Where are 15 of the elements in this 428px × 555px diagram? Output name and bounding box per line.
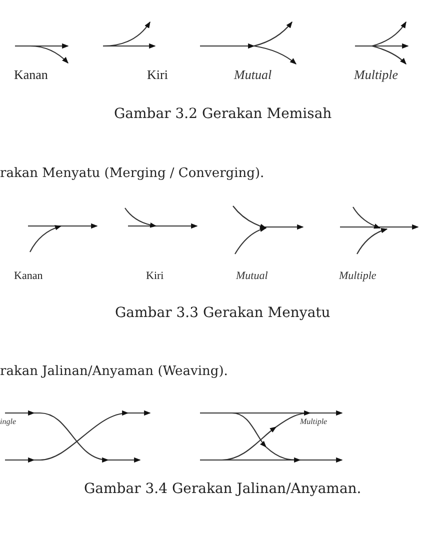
figure-caption: Gambar 3.4 Gerakan Jalinan/Anyaman. xyxy=(84,482,362,496)
arrow-caption: Kiri xyxy=(147,68,168,81)
section-heading: rakan Menyatu (Merging / Converging). xyxy=(0,167,264,180)
arrow-caption: Multiple xyxy=(300,418,328,426)
figure-caption: Gambar 3.2 Gerakan Memisah xyxy=(114,107,332,121)
arrow-caption: Mutual xyxy=(234,68,272,81)
arrow-caption: Kanan xyxy=(14,68,48,81)
arrow-caption: ingle xyxy=(0,418,16,426)
figure-caption: Gambar 3.3 Gerakan Menyatu xyxy=(115,306,330,320)
arrow-caption: Multiple xyxy=(339,271,376,282)
arrow-caption: Kiri xyxy=(146,271,164,282)
arrow-caption: Mutual xyxy=(236,271,268,282)
arrow-caption: Kanan xyxy=(14,271,43,282)
arrow-caption: Multiple xyxy=(354,68,398,81)
section-heading: rakan Jalinan/Anyaman (Weaving). xyxy=(0,365,228,378)
